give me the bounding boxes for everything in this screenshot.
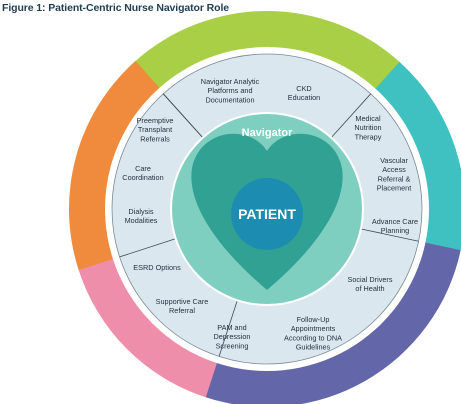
patient-label: PATIENT: [238, 206, 296, 222]
outer-segment-purple: [204, 242, 461, 404]
item-label-line: Follow-Up: [297, 315, 330, 324]
outer-segment-teal: [375, 61, 461, 252]
item-label-line: CKD: [296, 84, 311, 93]
item-label-line: Dialysis: [128, 207, 153, 216]
item-label-line: Therapy: [355, 132, 382, 141]
item-label-line: Navigator Analytic: [201, 77, 260, 86]
figure-title: Figure 1: Patient-Centric Nurse Navigato…: [2, 2, 230, 14]
divider-line: [119, 238, 175, 258]
item-label-line: PAM and: [217, 323, 246, 332]
item-label-line: According to DNA: [284, 333, 342, 342]
item-label-line: Modalities: [125, 216, 158, 225]
item-label-line: Referral &: [378, 174, 411, 183]
item-label-line: ESRD Options: [133, 263, 181, 272]
outer-segment-pink: [78, 257, 217, 398]
item-label-line: Nutrition: [354, 123, 381, 132]
item-label-line: Transplant: [138, 125, 172, 134]
item-label-line: Medical: [355, 114, 381, 123]
navigator-label: Navigator: [242, 127, 293, 139]
item-label-line: Planning: [381, 226, 409, 235]
item-label-line: Coordination: [122, 173, 163, 182]
item-label-line: Supportive Care: [156, 297, 209, 306]
item-label-line: Preemptive: [137, 116, 174, 125]
outer-segment-green: [134, 10, 401, 90]
item-label-line: Vascular: [380, 156, 408, 165]
outer-segment-orange: [69, 60, 160, 271]
item-label-line: Education: [288, 93, 320, 102]
item-label-line: Placement: [377, 184, 411, 193]
item-label-line: Social Drivers: [347, 275, 392, 284]
item-label-line: Advance Care: [372, 217, 418, 226]
item-label-line: Documentation: [205, 95, 254, 104]
item-label-line: Access: [382, 165, 406, 174]
item-label-line: Depression: [214, 332, 251, 341]
divider-line: [331, 93, 372, 138]
item-label-line: of Health: [355, 284, 384, 293]
divider-line: [218, 301, 238, 357]
item-label-line: Guidelines: [296, 343, 331, 352]
divider-line: [361, 228, 419, 242]
item-label-line: Referral: [169, 306, 195, 315]
divider-line: [162, 93, 203, 138]
patient-circle: [231, 178, 303, 250]
item-label-line: Referrals: [140, 134, 170, 143]
item-label-line: Screening: [216, 341, 249, 350]
item-label-line: Platforms and: [207, 86, 252, 95]
divider-lines: [119, 93, 419, 357]
outer-ring: [69, 10, 461, 404]
item-label-line: Appointments: [291, 324, 336, 333]
item-label-esrd-options: ESRD Options: [133, 263, 181, 272]
item-label-line: Care: [135, 164, 151, 173]
